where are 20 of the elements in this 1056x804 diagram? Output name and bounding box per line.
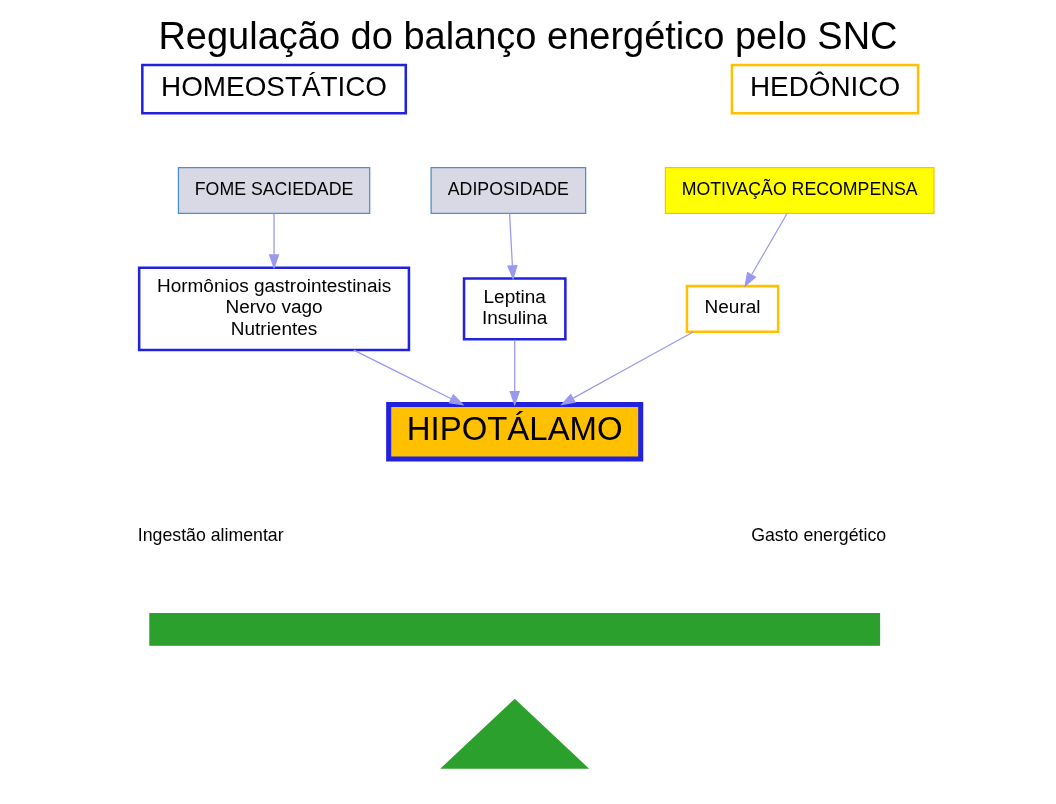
label: Ingestão alimentar — [137, 524, 284, 545]
node-bar — [149, 612, 881, 646]
diagram-title: Regulação do balanço energético pelo SNC — [158, 14, 898, 57]
node-box: HOMEOSTÁTICO — [141, 63, 408, 115]
node-box: Hormônios gastrointestinais Nervo vago Nutrientes — [137, 266, 411, 352]
node-box: HIPOTÁLAMO — [386, 402, 644, 462]
arrow — [509, 339, 521, 407]
node-box: MOTIVAÇÃO RECOMPENSA — [664, 167, 935, 214]
arrow — [507, 212, 518, 281]
node-box: FOME SACIEDADE — [177, 167, 371, 214]
arrow — [268, 212, 280, 270]
node-box: HEDÔNICO — [730, 63, 920, 115]
node-box: Leptina Insulina — [462, 277, 567, 341]
label: Gasto energético — [751, 524, 887, 545]
arrow — [353, 349, 465, 406]
node-triangle — [440, 698, 590, 769]
node-box: ADIPOSIDADE — [430, 167, 587, 214]
arrow — [560, 331, 694, 406]
node-box: Neural — [685, 284, 780, 333]
arrow — [744, 212, 788, 288]
